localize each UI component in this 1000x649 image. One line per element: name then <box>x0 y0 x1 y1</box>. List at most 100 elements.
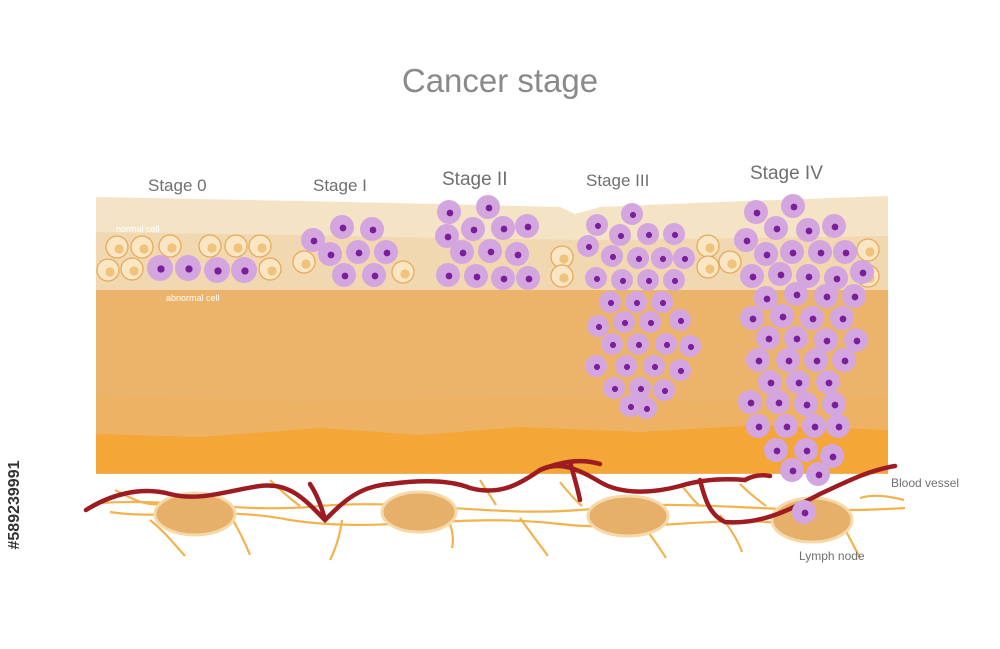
normal-cell <box>696 255 720 279</box>
cancer-cell <box>780 240 804 264</box>
cancer-cell <box>621 203 643 225</box>
normal-cell <box>130 235 154 259</box>
cancer-cell <box>362 263 386 287</box>
cancer-cell <box>643 355 665 377</box>
cancer-cell <box>587 315 609 337</box>
cancer-cell <box>609 224 631 246</box>
cancer-cell <box>346 240 370 264</box>
cancer-cell <box>784 326 808 350</box>
cancer-cell <box>850 260 874 284</box>
cancer-cell <box>758 370 782 394</box>
blood-vessel-segment <box>83 463 748 524</box>
lymph-vessel-branch <box>114 489 161 506</box>
lymph-vessel-branch <box>479 479 497 506</box>
cancer-cell <box>625 291 647 313</box>
stage-2-label: Stage II <box>442 169 508 190</box>
cancer-cell <box>824 266 848 290</box>
cancer-cell <box>204 257 230 283</box>
cancer-cell <box>627 333 649 355</box>
cancer-cell <box>651 247 673 269</box>
blood-vessel <box>83 458 898 525</box>
normal-cell <box>391 260 415 284</box>
cancer-cell <box>231 257 257 283</box>
blood-vessel-label: Blood vessel <box>891 476 960 490</box>
lymph-vessel-branch <box>859 494 905 502</box>
cancer-cell <box>814 328 838 352</box>
cancer-cell <box>637 269 659 291</box>
cancer-cell <box>669 359 691 381</box>
lymph-vessel-branch <box>739 483 767 507</box>
cancer-cell <box>601 333 623 355</box>
cancer-cell <box>464 264 488 288</box>
cancer-cell <box>663 269 685 291</box>
cancer-cell <box>679 335 701 357</box>
stage-1-label: Stage I <box>313 176 367 195</box>
cancer-cell <box>822 392 846 416</box>
cancer-cell <box>780 458 804 482</box>
cancer-cell <box>776 348 800 372</box>
cancer-cell <box>806 462 830 486</box>
cancer-cell <box>450 240 474 264</box>
lymph-vessel-branch <box>559 481 583 507</box>
cancer-cell <box>814 284 838 308</box>
cancer-cell <box>491 216 515 240</box>
cancer-cell <box>436 263 460 287</box>
blood-vessel-segment <box>742 472 773 483</box>
cancer-cell <box>796 218 820 242</box>
cancer-cell <box>478 239 502 263</box>
cancer-cell <box>734 228 758 252</box>
cancer-cell <box>577 235 599 257</box>
cancer-cell <box>437 200 461 224</box>
abnormal-cell-label: abnormal cell <box>166 293 220 303</box>
lymph-node <box>153 491 237 537</box>
cancer-cell <box>629 377 651 399</box>
diagram-title: Cancer stage <box>401 62 599 99</box>
cancer-cell <box>832 348 856 372</box>
image-id-credit: #589239991 <box>6 460 23 550</box>
normal-cell <box>258 257 282 281</box>
cancer-cell <box>673 247 695 269</box>
cancer-cell <box>639 311 661 333</box>
cancer-cell <box>794 392 818 416</box>
cancer-cell <box>802 414 826 438</box>
normal-cell-label: normal cell <box>116 224 160 234</box>
cancer-cell <box>764 216 788 240</box>
cancer-cell <box>653 379 675 401</box>
blood-vessel-segment <box>307 481 328 523</box>
lymph-node <box>380 490 458 534</box>
cancer-cell <box>822 214 846 238</box>
cancer-cell <box>754 242 778 266</box>
cancer-cell <box>301 228 325 252</box>
stage-3-label: Stage III <box>586 171 650 190</box>
cancer-cell <box>816 370 840 394</box>
cancer-cell <box>842 284 866 308</box>
normal-cell <box>120 257 144 281</box>
normal-cell <box>105 235 129 259</box>
cancer-cell <box>800 306 824 330</box>
cancer-cell <box>663 223 685 245</box>
cancer-cell <box>830 306 854 330</box>
cancer-cell <box>833 240 857 264</box>
normal-cell <box>158 234 182 258</box>
cancer-cell <box>505 242 529 266</box>
cancer-cell <box>820 444 844 468</box>
blood-vessel-segment <box>567 459 583 503</box>
cancer-cell <box>774 414 798 438</box>
cancer-cell <box>740 306 764 330</box>
stage-4-label: Stage IV <box>750 163 823 184</box>
normal-cell <box>856 238 880 262</box>
cancer-cell <box>844 328 868 352</box>
cancer-cell <box>585 267 607 289</box>
cancer-cell <box>330 215 354 239</box>
normal-cell <box>718 250 742 274</box>
cancer-cell <box>516 266 540 290</box>
cancer-cell <box>360 217 384 241</box>
cancer-cell <box>740 264 764 288</box>
cancer-cell <box>794 438 818 462</box>
cancer-cell <box>756 326 780 350</box>
cancer-cell <box>147 255 173 281</box>
cancer-cell <box>669 309 691 331</box>
cancer-cell <box>768 262 792 286</box>
